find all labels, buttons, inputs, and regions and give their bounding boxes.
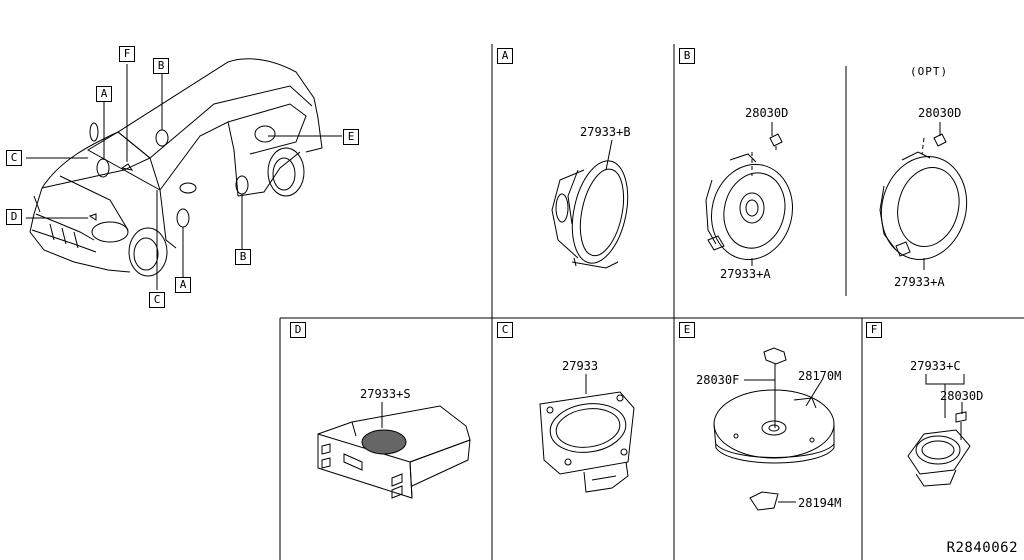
part-28194m: 28194M	[798, 496, 842, 510]
callout-a-lower: A	[175, 277, 191, 293]
speaker-27933	[539, 374, 635, 493]
part-27933-a: 27933+A	[720, 267, 771, 281]
panel-label-c: C	[497, 322, 513, 338]
reference-code: R2840062	[946, 540, 1018, 556]
panel-label-d: D	[290, 322, 306, 338]
part-28030d-b: 28030D	[745, 106, 789, 120]
part-27933-c: 27933+C	[910, 359, 961, 373]
part-27933-b: 27933+B	[580, 125, 631, 139]
callout-f: F	[119, 46, 135, 62]
subwoofer-27933-s	[317, 402, 471, 499]
part-28030f: 28030F	[696, 373, 740, 387]
panel-label-b: B	[679, 48, 695, 64]
panel-label-e: E	[679, 322, 695, 338]
callout-b: B	[153, 58, 169, 74]
part-28170m: 28170M	[798, 369, 842, 383]
callout-c: C	[6, 150, 22, 166]
tweeter-27933-c	[907, 374, 971, 487]
panel-label-a: A	[497, 48, 513, 64]
callout-a: A	[96, 86, 112, 102]
part-27933-a-opt: 27933+A	[894, 275, 945, 289]
callout-c-lower: C	[149, 292, 165, 308]
part-28030d-opt: 28030D	[918, 106, 962, 120]
callout-e: E	[343, 129, 359, 145]
vehicle-illustration	[26, 58, 342, 290]
part-27933: 27933	[562, 359, 599, 373]
part-27933-s: 27933+S	[360, 387, 411, 401]
speaker-27933-a	[705, 122, 794, 266]
speaker-27933-a-opt	[879, 122, 968, 270]
speaker-27933-b	[551, 139, 629, 269]
panel-grid	[279, 44, 1024, 560]
callout-b-lower: B	[235, 249, 251, 265]
center-speaker-unit	[713, 347, 835, 511]
opt-label: (OPT)	[910, 65, 949, 78]
callout-d: D	[6, 209, 22, 225]
panel-label-f: F	[866, 322, 882, 338]
part-28030d-f: 28030D	[940, 389, 984, 403]
